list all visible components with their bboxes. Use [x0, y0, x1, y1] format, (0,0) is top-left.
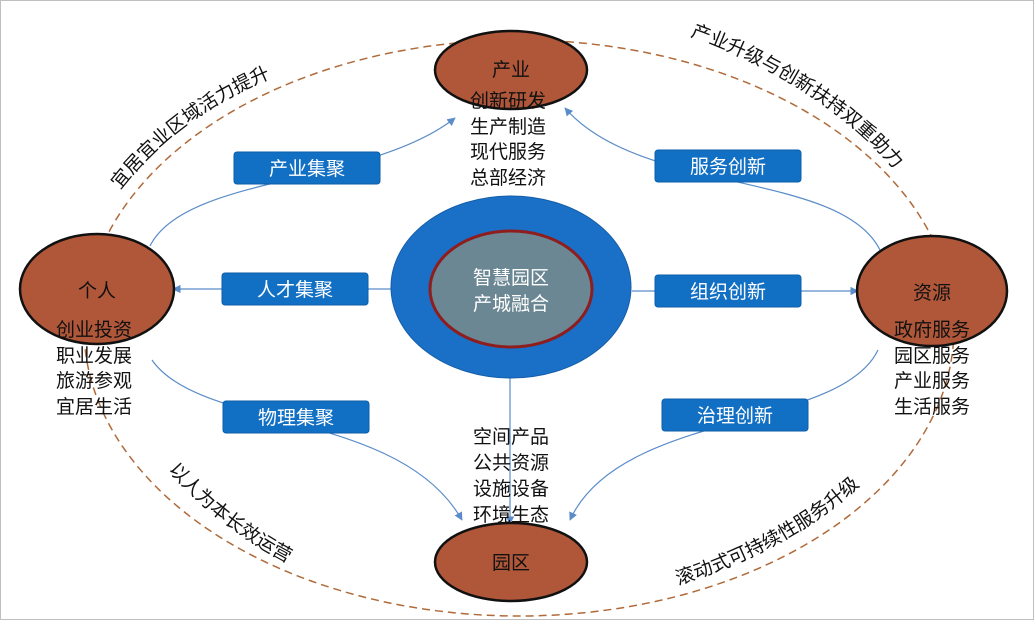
ring-text-bottom-right: 滚动式可持续性服务升级	[673, 473, 864, 590]
node-industry	[433, 29, 589, 111]
list-item: 生产制造	[470, 116, 546, 138]
person-list: 创业投资 职业发展 旅游参观 宜居生活	[56, 319, 132, 418]
node-person	[18, 232, 176, 346]
list-item: 职业发展	[56, 345, 132, 367]
node-industry-label: 产业	[492, 59, 530, 81]
list-item: 公共资源	[473, 452, 549, 474]
list-item: 宜居生活	[56, 396, 132, 418]
park-list: 空间产品 公共资源 设施设备 环境生态	[473, 426, 549, 526]
label-industry-cluster: 产业集聚	[233, 151, 381, 185]
list-item: 总部经济	[470, 167, 546, 189]
node-person-label: 个人	[78, 280, 116, 302]
label-org-innovation: 组织创新	[654, 274, 802, 308]
list-item: 政府服务	[894, 319, 970, 341]
node-resource-label: 资源	[913, 282, 951, 304]
list-item: 创新研发	[470, 90, 546, 112]
resource-list: 政府服务 园区服务 产业服务 生活服务	[894, 319, 970, 418]
label-physical-cluster: 物理集聚	[222, 400, 370, 434]
list-item: 旅游参观	[56, 370, 132, 392]
node-park	[433, 521, 589, 603]
center-title-line2: 产城融合	[473, 293, 549, 315]
center-title-line1: 智慧园区	[473, 267, 549, 289]
label-governance-innovation: 治理创新	[661, 398, 809, 432]
list-item: 产业服务	[894, 370, 970, 392]
list-item: 环境生态	[473, 504, 549, 526]
list-item: 创业投资	[56, 319, 132, 341]
label-service-innovation: 服务创新	[654, 149, 802, 183]
list-item: 园区服务	[894, 345, 970, 367]
list-item: 现代服务	[470, 141, 546, 163]
label-physical-cluster-text: 物理集聚	[258, 407, 334, 429]
label-service-innovation-text: 服务创新	[690, 156, 766, 178]
label-talent-cluster: 人才集聚	[221, 272, 369, 306]
list-item: 空间产品	[473, 426, 549, 448]
label-org-innovation-text: 组织创新	[690, 281, 766, 303]
list-item: 生活服务	[894, 396, 970, 418]
industry-list: 创新研发 生产制造 现代服务 总部经济	[470, 90, 546, 189]
list-item: 设施设备	[473, 478, 549, 500]
label-industry-cluster-text: 产业集聚	[269, 158, 345, 180]
node-resource	[855, 234, 1009, 348]
center-inner-ring	[428, 229, 594, 349]
label-talent-cluster-text: 人才集聚	[257, 279, 333, 301]
ring-text-bottom-left: 以人为本长效运营	[164, 459, 295, 568]
label-governance-innovation-text: 治理创新	[697, 405, 773, 427]
node-park-label: 园区	[492, 552, 530, 574]
